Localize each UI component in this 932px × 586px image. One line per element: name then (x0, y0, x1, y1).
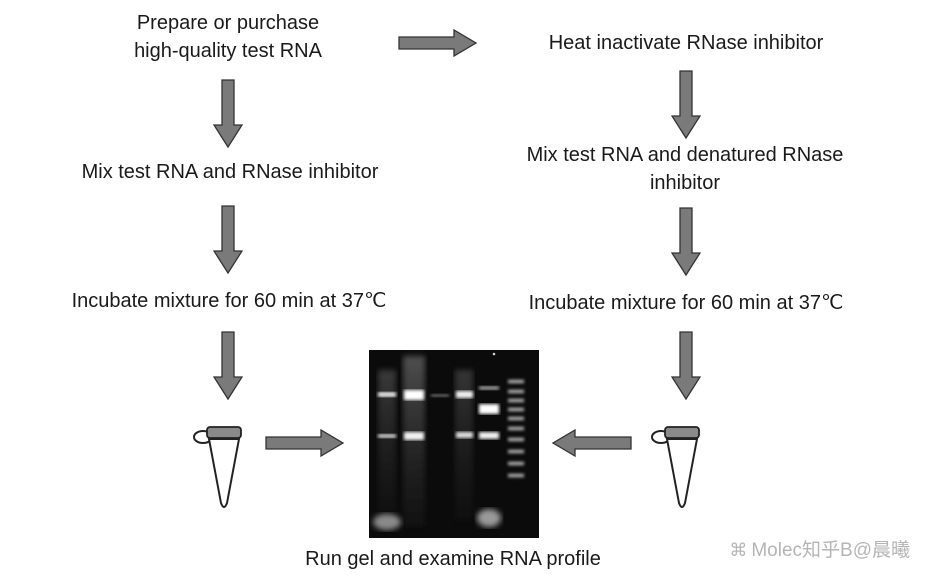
right-step1-text: Heat inactivate RNase inhibitor (548, 32, 824, 54)
right-step2-line1: Mix test RNA and denatured RNase (526, 144, 844, 166)
left-step1-line2: high-quality test RNA (134, 40, 322, 62)
arrow-down-right-2 (671, 207, 701, 277)
arrow-down-right-3 (671, 331, 701, 401)
arrow-down-left-1 (213, 79, 243, 149)
arrow-left-to-gel (551, 428, 632, 458)
tube-left-icon (193, 426, 242, 508)
arrow-down-left-3 (213, 331, 243, 401)
arrow-right-to-gel (265, 428, 345, 458)
right-step2-text: Mix test RNA and denatured RNase inhibit… (480, 141, 890, 197)
wechat-icon: ⌘ (729, 540, 748, 560)
arrow-down-left-2 (213, 205, 243, 275)
left-step1-line1: Prepare or purchase (136, 12, 320, 34)
arrow-down-right-1 (671, 70, 701, 140)
left-step3-text: Incubate mixture for 60 min at 37℃ (71, 290, 387, 312)
watermark: ⌘Molec知乎B@晨曦 (729, 535, 910, 562)
arrow-right-top (398, 29, 478, 57)
gel-caption: Run gel and examine RNA profile (305, 548, 601, 570)
right-step3-text: Incubate mixture for 60 min at 37℃ (528, 292, 844, 314)
left-step2-text: Mix test RNA and RNase inhibitor (81, 161, 379, 183)
gel-image (369, 350, 539, 538)
watermark-text: Molec知乎B@晨曦 (751, 540, 910, 561)
right-step2-line2: inhibitor (649, 172, 721, 194)
left-step1-text: Prepare or purchase high-quality test RN… (98, 9, 358, 65)
tube-right-icon (651, 426, 700, 508)
